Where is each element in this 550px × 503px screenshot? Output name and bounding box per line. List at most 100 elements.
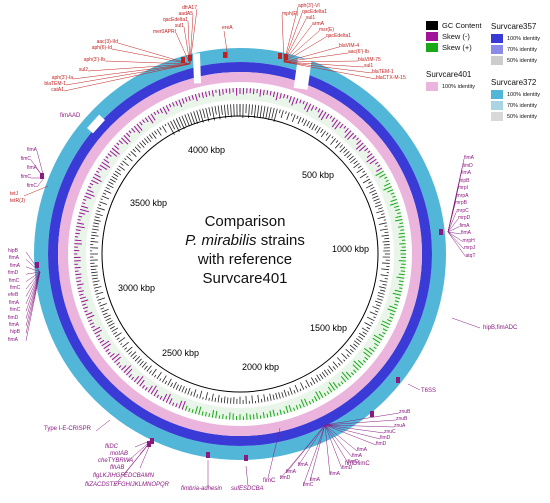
skew-mark bbox=[396, 276, 405, 279]
skew-mark bbox=[222, 413, 224, 420]
gc-mark bbox=[296, 115, 299, 120]
gc-mark bbox=[154, 374, 157, 378]
gc-mark bbox=[370, 186, 375, 190]
gc-mark bbox=[376, 210, 384, 214]
skew-mark bbox=[81, 202, 86, 205]
annotation-left-upper: fimA bbox=[27, 165, 37, 171]
gc-mark bbox=[187, 387, 191, 395]
skew-mark bbox=[313, 396, 318, 402]
skew-mark bbox=[89, 322, 95, 326]
skew-mark bbox=[77, 287, 82, 290]
skew-mark bbox=[326, 391, 330, 395]
skew-mark bbox=[380, 323, 389, 329]
skew-mark bbox=[345, 371, 352, 378]
gc-mark bbox=[382, 283, 387, 286]
annotation-top-left: catA1 bbox=[51, 87, 64, 93]
gc-mark bbox=[369, 189, 376, 194]
skew-mark bbox=[94, 173, 101, 178]
skew-mark bbox=[126, 368, 133, 376]
annotation-left-lower: hipB bbox=[10, 329, 21, 336]
annotation-top-left: aph(3')-Ia bbox=[51, 75, 73, 81]
annotation-top-right-line bbox=[283, 61, 373, 74]
skew-mark bbox=[372, 337, 381, 344]
gc-mark bbox=[373, 198, 380, 202]
gc-mark bbox=[320, 130, 326, 138]
annotation-typeI-CRISPR: Type I-E-CRISPR bbox=[44, 426, 92, 432]
annotation-right: mrpD bbox=[458, 215, 471, 221]
annotation-tetRJ: tetR(J) bbox=[10, 198, 25, 204]
annotation-right-line bbox=[447, 231, 463, 242]
annotation-top-right-line bbox=[283, 6, 299, 63]
skew-mark bbox=[352, 364, 359, 371]
skew-mark bbox=[383, 186, 392, 191]
annotation-left-upper: fimC bbox=[26, 183, 37, 189]
annotation-left-upper: fimC bbox=[20, 174, 31, 180]
gc-mark bbox=[124, 347, 128, 350]
gc-mark bbox=[156, 128, 162, 136]
gene-marker bbox=[40, 173, 44, 179]
gc-mark bbox=[321, 371, 326, 378]
skew-mark bbox=[389, 202, 399, 206]
gc-mark bbox=[159, 378, 162, 381]
skew-mark bbox=[286, 94, 289, 99]
annotation-right: fimA bbox=[461, 170, 471, 176]
gc-mark bbox=[211, 393, 214, 402]
gc-mark bbox=[374, 310, 379, 313]
skew-mark bbox=[208, 90, 211, 96]
skew-mark bbox=[198, 93, 201, 98]
skew-mark bbox=[395, 218, 403, 222]
annotation-left-lower-line bbox=[25, 271, 41, 297]
gc-mark bbox=[370, 321, 374, 324]
annotation-top-left-line bbox=[104, 60, 191, 65]
annotation-hipB-fimADC-line bbox=[451, 317, 481, 329]
gc-mark bbox=[335, 140, 339, 143]
skew-mark bbox=[299, 99, 302, 104]
gene-marker bbox=[396, 377, 400, 383]
skew-mark bbox=[384, 176, 388, 179]
gc-mark bbox=[90, 265, 98, 267]
annotation-bottom-left: fliZACDSTEFGHIJKLMNOPQR bbox=[85, 482, 170, 488]
ring-survcare401 bbox=[58, 72, 422, 436]
gc-mark bbox=[358, 332, 366, 338]
gc-mark bbox=[256, 105, 260, 117]
gc-mark bbox=[380, 213, 385, 215]
gc-mark bbox=[375, 201, 381, 205]
annotation-top-right-line bbox=[283, 46, 340, 63]
skew-mark bbox=[84, 195, 92, 200]
annotation-top-right: armA bbox=[312, 21, 324, 27]
skew-mark bbox=[97, 337, 102, 341]
annotation-left-lower-line bbox=[25, 266, 41, 273]
gene-marker bbox=[370, 411, 374, 417]
skew-mark bbox=[94, 329, 102, 335]
gc-mark bbox=[91, 274, 98, 277]
annotation-bottom-right-line bbox=[279, 424, 326, 480]
gc-mark bbox=[358, 335, 364, 340]
skew-mark bbox=[188, 408, 191, 413]
gc-mark bbox=[159, 127, 162, 131]
gc-mark bbox=[91, 271, 98, 274]
gc-mark bbox=[350, 158, 356, 164]
skew-mark bbox=[95, 334, 101, 338]
skew-mark bbox=[162, 106, 168, 115]
gc-mark bbox=[199, 390, 203, 399]
gc-mark bbox=[184, 388, 188, 394]
skew-mark bbox=[306, 103, 312, 113]
annotation-fimbria-adhesin: fimbria-adhesin bbox=[181, 486, 223, 492]
annotation-bottom-right: fimD bbox=[380, 435, 391, 441]
skew-mark bbox=[215, 410, 218, 419]
skew-mark bbox=[367, 150, 371, 154]
gc-mark bbox=[146, 365, 152, 372]
skew-mark bbox=[358, 145, 366, 152]
gc-mark bbox=[104, 314, 111, 319]
gc-mark bbox=[106, 320, 113, 324]
skew-mark bbox=[153, 389, 159, 397]
annotation-right: mrpJ bbox=[464, 245, 476, 251]
annotation-top-right: qacEdelta1 bbox=[302, 9, 328, 15]
gc-mark bbox=[361, 327, 369, 333]
skew-mark bbox=[121, 365, 127, 371]
kbp-label-1500: 1500 kbp bbox=[310, 323, 348, 333]
skew-mark bbox=[332, 381, 338, 389]
skew-mark bbox=[172, 402, 175, 406]
annotation-left-lower-line bbox=[25, 271, 41, 282]
skew-mark bbox=[343, 125, 347, 129]
